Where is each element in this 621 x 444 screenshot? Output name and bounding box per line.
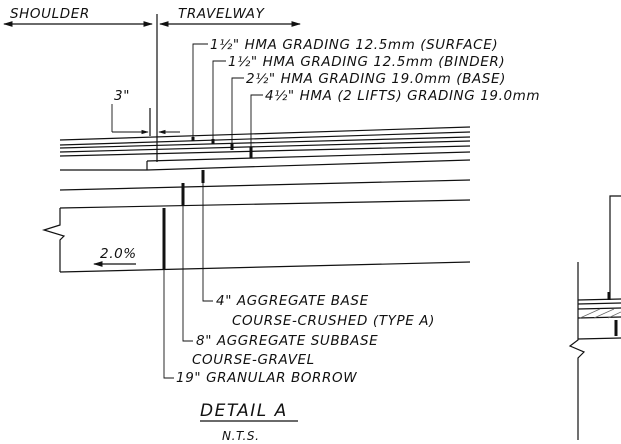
layer-thickness: 1½" <box>228 54 258 70</box>
thickness-markers <box>162 137 253 270</box>
subbase-label-2: COURSE-GRAVEL <box>192 352 315 368</box>
hma-bottom-line <box>146 151 471 162</box>
agg-base-label-2: COURSE-CRUSHED (TYPE A) <box>232 313 435 329</box>
partial-line-1 <box>577 298 621 301</box>
leader-binder <box>212 60 226 139</box>
layer-description: HMA GRADING 12.5mm (SURFACE) <box>245 37 499 53</box>
partial-leader <box>609 195 621 300</box>
leader-subbase <box>182 206 193 342</box>
slope-label: 2.0% <box>100 246 137 262</box>
surface-line-2 <box>59 131 471 146</box>
layer-description: HMA GRADING 12.5mm (BINDER) <box>263 54 506 70</box>
partial-line-3 <box>577 307 621 310</box>
base-leaders <box>163 183 213 379</box>
layer-thickness: 4½" <box>265 88 295 104</box>
layer-thickness: 2½" <box>246 71 276 87</box>
agg-base-bottom <box>59 179 471 191</box>
leader-surface <box>192 43 208 137</box>
leader-hma <box>250 94 263 147</box>
subbase-bottom <box>59 199 471 209</box>
partial-break-line <box>568 262 586 440</box>
layer-label-surface: 1½" HMA GRADING 12.5mm (SURFACE) <box>210 37 498 53</box>
surface-line <box>59 126 471 141</box>
base-labels: 4" AGGREGATE BASE COURSE-CRUSHED (TYPE A… <box>176 293 435 386</box>
partial-hatch-2 <box>593 308 615 319</box>
partial-hatch-3 <box>607 311 621 319</box>
pavement-labels: 1½" HMA GRADING 12.5mm (SURFACE) 1½" HMA… <box>210 37 540 104</box>
layer-label-binder: 1½" HMA GRADING 12.5mm (BINDER) <box>228 54 505 70</box>
borrow-bottom <box>59 261 471 273</box>
offset-dimension: 3" <box>111 88 180 136</box>
layer-label-base: 2½" HMA GRADING 19.0mm (BASE) <box>246 71 506 87</box>
agg-base-label-1: 4" AGGREGATE BASE <box>216 293 369 309</box>
header-dimension: SHOULDER TRAVELWAY <box>3 6 301 162</box>
travelway-label: TRAVELWAY <box>178 6 266 22</box>
partial-detail-right <box>568 195 621 440</box>
pavement-section <box>41 126 471 273</box>
break-line <box>41 208 66 272</box>
base-line <box>59 140 471 153</box>
binder-line <box>59 136 471 149</box>
leader-agg-base <box>202 183 213 302</box>
detail-title: DETAIL A <box>200 401 288 421</box>
layer-description: HMA (2 LIFTS) GRADING 19.0mm <box>300 88 541 104</box>
partial-line-5 <box>577 337 621 340</box>
slope-indicator: 2.0% <box>93 246 137 267</box>
pavement-leaders <box>192 43 263 147</box>
hma-line <box>59 145 471 157</box>
layer-thickness: 1½" <box>210 37 240 53</box>
leader-borrow <box>163 270 174 379</box>
subbase-label-1: 8" AGGREGATE SUBBASE <box>196 333 378 349</box>
borrow-label: 19" GRANULAR BORROW <box>176 370 357 386</box>
layer-description: HMA GRADING 19.0mm (BASE) <box>281 71 506 87</box>
shoulder-label: SHOULDER <box>10 6 90 22</box>
partial-line-2 <box>577 302 621 305</box>
detail-scale: N.T.S. <box>222 429 260 443</box>
leader-base <box>231 77 244 144</box>
offset-label: 3" <box>114 88 130 104</box>
partial-line-4 <box>577 316 621 319</box>
layer-label-hma: 4½" HMA (2 LIFTS) GRADING 19.0mm <box>265 88 540 104</box>
partial-hatch-1 <box>579 308 601 319</box>
agg-base-top <box>146 159 471 171</box>
detail-title-block: DETAIL A N.T.S. <box>200 401 298 443</box>
